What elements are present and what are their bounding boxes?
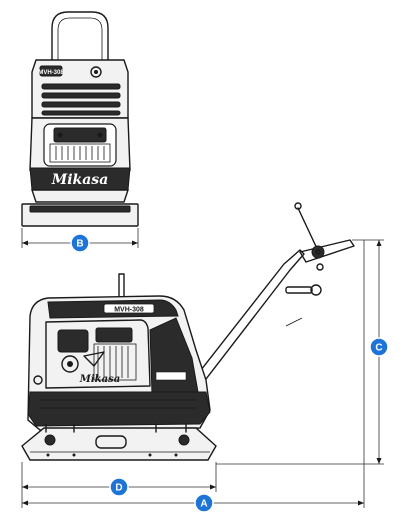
side-lower-skirt [27, 391, 211, 427]
front-lower-body [31, 189, 129, 203]
dimension-c-label: C [375, 343, 382, 354]
side-brand-logo: Mikasa [79, 374, 120, 385]
front-brand-logo: Mikasa [51, 172, 109, 188]
side-sight-glass [33, 375, 43, 385]
side-logo-panel: Mikasa [79, 351, 120, 385]
side-base-plate [21, 427, 217, 461]
front-model-plate-text: MVH-308 [38, 70, 64, 76]
dimension-a-label: A [200, 499, 207, 510]
front-lifting-handle [51, 11, 109, 61]
side-engine-compartment [45, 319, 151, 389]
side-right-shroud [149, 317, 199, 395]
dimension-c: C [216, 239, 389, 465]
side-model-plate-text: MVH-308 [114, 307, 144, 314]
front-fuel-cap [90, 66, 102, 78]
front-louvers [41, 83, 121, 116]
front-engine-detail [49, 127, 111, 163]
side-guide-handle [189, 202, 355, 393]
dimension-b-label: B [76, 239, 83, 250]
dimension-d: D [21, 462, 217, 508]
dimension-b-badge: B [70, 233, 90, 253]
dimension-a: A [22, 240, 365, 513]
side-engine-detail [57, 327, 137, 381]
dimension-d-label: D [115, 483, 122, 494]
front-model-plate [39, 65, 63, 77]
side-view: MVH-308 Mikasa [21, 202, 355, 461]
side-model-plate [103, 303, 155, 314]
front-view: MVH-308 Mikasa [21, 11, 139, 253]
